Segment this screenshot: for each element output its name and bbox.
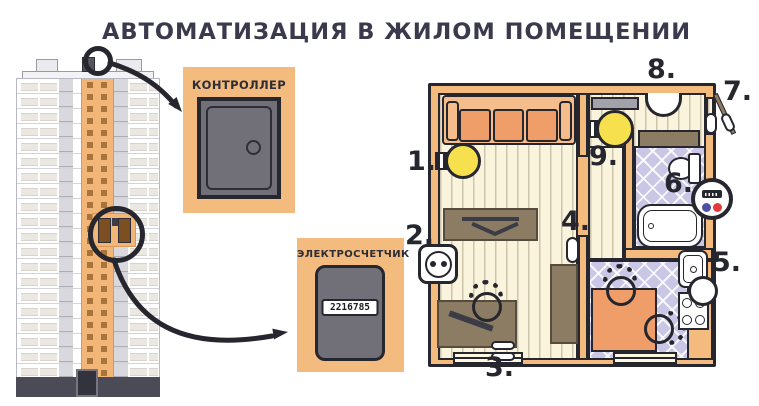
electric-meter-card: ЭЛЕКТРОСЧЕТЧИК 2216785	[297, 238, 410, 372]
marker-6: 6.	[664, 168, 694, 199]
chair-back	[601, 264, 641, 283]
stove-burner	[681, 297, 692, 308]
socket-pin	[440, 261, 447, 267]
window-frame-line	[615, 357, 675, 359]
marker-4: 4.	[561, 206, 591, 237]
kitchen-chair	[601, 264, 641, 310]
shutoff-valve-icon	[688, 276, 718, 306]
apartment-building-illustration	[12, 46, 164, 400]
building-window-column	[149, 79, 158, 382]
toilet-tank	[688, 153, 701, 184]
chair-seat	[472, 292, 502, 322]
wall-bathroom-left	[624, 130, 634, 260]
marker-5: 5.	[712, 247, 742, 278]
marker-7: 7.	[723, 76, 753, 107]
water-meter-digits	[705, 192, 719, 196]
building-window-column	[40, 79, 57, 382]
sofa-cushion	[526, 109, 559, 142]
arrowhead-meter	[272, 328, 288, 340]
marker-3: 3.	[485, 352, 515, 383]
sink-drain	[689, 265, 697, 273]
window-sensor-icon	[491, 352, 515, 361]
water-meter-cold-dot	[702, 203, 711, 212]
sofa-armrest	[446, 101, 459, 141]
water-meter-display	[702, 190, 722, 198]
sofa-cushion	[492, 109, 525, 142]
electric-meter-icon: 2216785	[315, 265, 385, 361]
controller-card: КОНТРОЛЛЕР	[183, 67, 295, 213]
light-bulb-icon	[435, 143, 485, 179]
marker-9: 9.	[589, 141, 619, 172]
bathtub	[637, 204, 703, 248]
apartment-highlight-circle-icon	[88, 206, 145, 263]
chair-seat	[644, 314, 674, 344]
floor-plan: 1. 2. 3. 4. 5. 6. 7. 8. 9.	[405, 56, 752, 381]
socket-pin	[429, 261, 436, 267]
wall-living-kitchen	[578, 235, 588, 360]
page-title: АВТОМАТИЗАЦИЯ В ЖИЛОМ ПОМЕЩЕНИИ	[101, 19, 692, 45]
corridor-floor	[588, 146, 624, 260]
hallway-shelf	[591, 97, 639, 110]
stove-burner	[681, 314, 692, 325]
building-entrance-door	[76, 369, 98, 397]
desk-chair	[467, 280, 507, 326]
bulb-glass	[445, 143, 481, 179]
socket-face	[424, 250, 452, 278]
building-balcony-column	[59, 79, 73, 382]
marker-8: 8.	[647, 54, 677, 85]
sofa-seats	[459, 109, 559, 142]
table-glyph	[471, 221, 497, 237]
cabinet	[550, 264, 578, 344]
stove-burner	[695, 314, 706, 325]
electric-meter-card-label: ЭЛЕКТРОСЧЕТЧИК	[297, 249, 410, 260]
chair-seat	[606, 276, 636, 306]
marker-2: 2.	[405, 220, 435, 251]
living-room-table	[443, 208, 538, 241]
kitchen-window	[613, 352, 677, 364]
controller-card-label: КОНТРОЛЛЕР	[191, 78, 287, 92]
bulb-glass	[596, 110, 634, 148]
entry-door-sensor-icon	[705, 113, 717, 134]
sofa-cushion	[459, 109, 491, 142]
controller-cabinet-icon	[197, 97, 281, 199]
table-glyph	[462, 217, 519, 221]
controller-cabinet-door	[206, 106, 272, 190]
window-sensor-icon	[491, 341, 515, 350]
light-bulb-icon	[586, 110, 636, 148]
water-meter-icon	[691, 178, 733, 220]
water-meter-hot-dot	[713, 203, 722, 212]
bathroom-shelf	[638, 130, 700, 148]
chair-back	[467, 280, 507, 299]
window-frame-line	[455, 357, 521, 359]
door-sensor-icon	[566, 237, 579, 263]
arrowhead-controller	[168, 97, 182, 112]
controller-cabinet-knob	[246, 140, 261, 155]
sofa-armrest	[559, 101, 572, 141]
power-socket-icon	[418, 244, 458, 284]
marker-1: 1.	[407, 146, 437, 177]
bathtub-basin	[643, 210, 697, 242]
table-glyph	[493, 221, 519, 237]
roof-highlight-circle-icon	[83, 46, 113, 76]
building-window-column	[21, 79, 38, 382]
sofa	[442, 95, 576, 145]
meter-reading-display: 2216785	[321, 299, 379, 316]
bathtub-drain	[648, 223, 654, 229]
